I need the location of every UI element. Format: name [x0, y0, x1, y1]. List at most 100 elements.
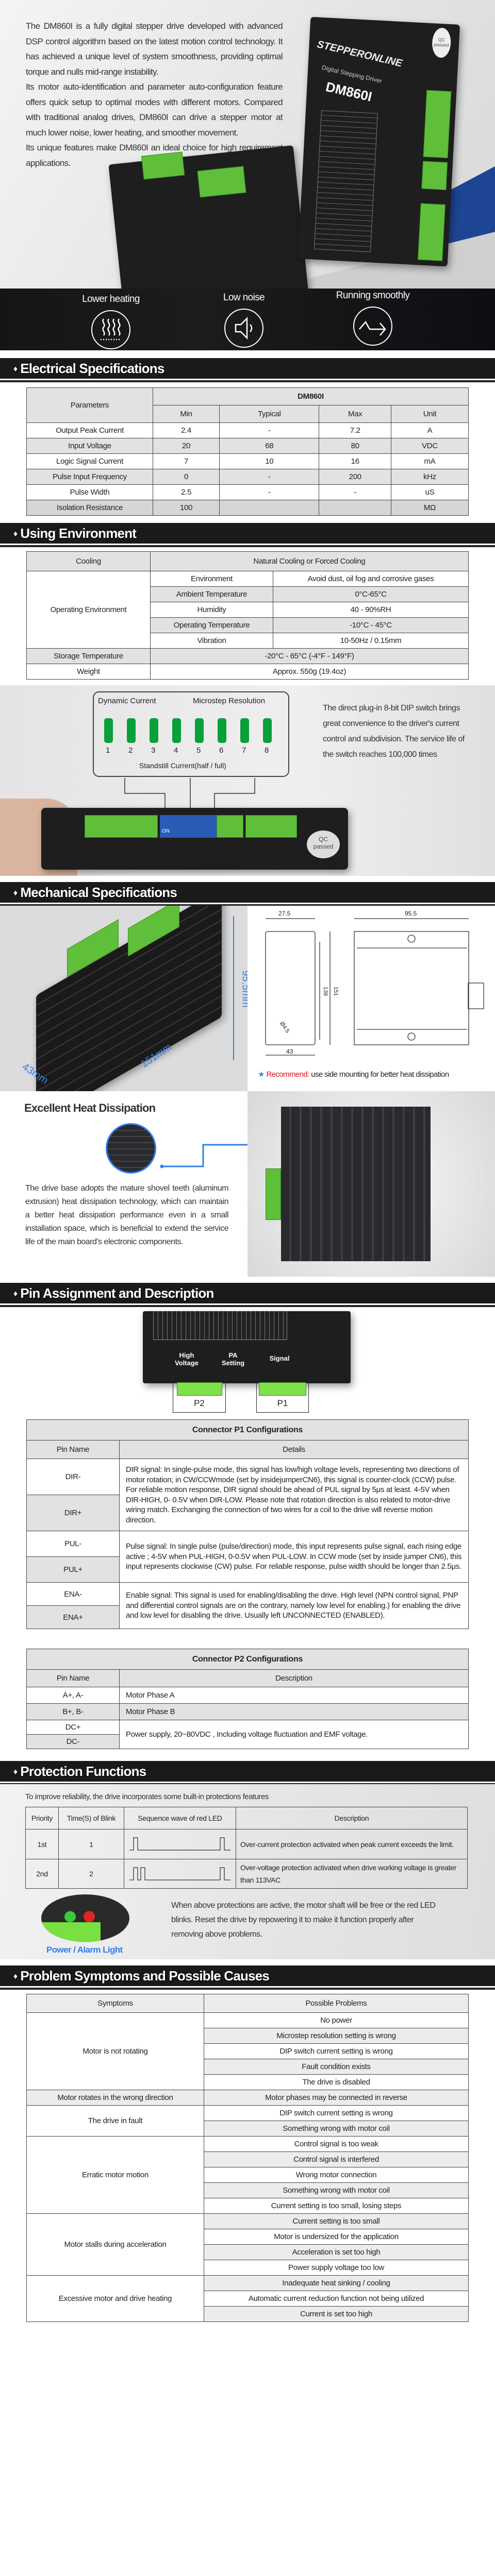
- weight-label: Weight: [26, 664, 151, 680]
- dip-on-label: ON: [162, 828, 170, 834]
- section-title: Protection Functions: [20, 1764, 146, 1779]
- priority: 2nd: [25, 1859, 59, 1889]
- driver-pin-panel-image: High Voltage PA Setting Signal: [143, 1311, 351, 1383]
- column-header: Pin Name: [26, 1669, 120, 1687]
- spec-cell-max: 7.2: [319, 422, 391, 438]
- problem-row: Fault condition exists: [27, 2059, 469, 2075]
- hero-banner: The DM860I is a fully digital stepper dr…: [0, 0, 495, 289]
- pin-details: Enable signal: This signal is used for e…: [119, 1582, 469, 1629]
- column-header: Symptoms: [26, 1994, 204, 2013]
- dynamic-current-label: Dynamic Current: [98, 697, 156, 705]
- terminal-block: [197, 166, 246, 198]
- settings-table-print: [153, 1311, 287, 1340]
- connector-lines: [124, 778, 255, 808]
- symptom: Erratic motor motion: [26, 2136, 204, 2214]
- column-header: Min: [152, 405, 220, 423]
- power-terminal: [418, 203, 446, 261]
- led-closeup-image: [41, 1894, 129, 1942]
- pin-name: PUL-: [26, 1531, 120, 1557]
- dip-switch-number: 6: [219, 746, 224, 755]
- dimension-label: 43: [286, 1048, 293, 1055]
- possible-problem: Wrong motor connection: [204, 2167, 469, 2183]
- wave-path: [129, 1837, 230, 1851]
- spec-cell-unit: uS: [390, 484, 469, 500]
- diamond-bullet-icon: ♦: [13, 1768, 18, 1776]
- spec-cell-min: 2.4: [152, 422, 220, 438]
- terminal-block: [245, 815, 297, 838]
- pin-name: DIR-: [26, 1459, 120, 1495]
- section-header-mechanical: ♦Mechanical Specifications: [0, 882, 495, 906]
- callout-line: [160, 1144, 248, 1168]
- column-header: Pin Name: [26, 1440, 120, 1459]
- diamond-bullet-icon: ♦: [13, 530, 18, 538]
- feature-low-noise: Low noise: [192, 292, 295, 348]
- dip-switch-number: 8: [265, 746, 269, 755]
- column-header: Typical: [219, 405, 320, 423]
- section-title: Electrical Specifications: [20, 361, 164, 376]
- problem-row: Control signal is interfered: [27, 2151, 469, 2167]
- env-row-label: Humidity: [150, 602, 273, 618]
- problem-row: Motor is undersized for the application: [27, 2229, 469, 2245]
- section-header-problems: ♦Problem Symptoms and Possible Causes: [0, 1965, 495, 1990]
- terminal-block: [141, 151, 185, 180]
- dip-switch-block: ON: [160, 815, 217, 838]
- spec-cell-min: 0: [152, 469, 220, 485]
- problem-row: Current is set too high: [27, 2306, 469, 2322]
- env-row-value: 10-50Hz / 0.15mm: [273, 633, 469, 649]
- env-row-label: Environment: [150, 571, 273, 587]
- symptom: Motor rotates in the wrong direction: [26, 2090, 204, 2106]
- spec-cell-max: 80: [319, 438, 391, 454]
- possible-problem: Current setting is too small: [204, 2213, 469, 2229]
- possible-problem: The drive is disabled: [204, 2074, 469, 2090]
- p1-terminal: [259, 1382, 306, 1396]
- protection-description: Over-voltage protection activated when d…: [236, 1859, 468, 1889]
- column-header: Max: [319, 405, 391, 423]
- signal-terminal: [423, 90, 452, 159]
- protection-intro: To improve reliability, the drive incorp…: [25, 1792, 269, 1801]
- dip-switch-1: [104, 718, 113, 743]
- spec-cell-max: 200: [319, 469, 391, 485]
- heat-icon: [91, 310, 130, 349]
- mechanical-photo: 95.5mm 151mm 43mm: [0, 906, 248, 1091]
- description-paragraph: Its unique features make DM860I an ideal…: [26, 143, 283, 168]
- section-header-pins: ♦Pin Assignment and Description: [0, 1283, 495, 1307]
- env-row-value: -10°C - 45°C: [273, 617, 469, 633]
- symptom: Motor is not rotating: [26, 2012, 204, 2090]
- recommend-label: Recommend:: [266, 1070, 309, 1079]
- spec-cell-typ: 68: [219, 438, 320, 454]
- section-title: Pin Assignment and Description: [20, 1285, 214, 1301]
- possible-problem: Acceleration is set too high: [204, 2244, 469, 2260]
- standstill-current-label: Standstill Current(half / full): [139, 761, 226, 770]
- possible-problem: DIP switch current setting is wrong: [204, 2043, 469, 2059]
- star-icon: ★: [258, 1070, 265, 1079]
- p2-terminal: [177, 1382, 222, 1396]
- possible-problem: Microstep resolution setting is wrong: [204, 2028, 469, 2044]
- spec-cell-unit: MΩ: [390, 500, 469, 516]
- feature-label: Running smoothly: [336, 290, 410, 301]
- pin-name: DIR+: [26, 1495, 120, 1531]
- possible-problem: Control signal is too weak: [204, 2136, 469, 2152]
- pin-description: Motor Phase B: [119, 1703, 469, 1720]
- dip-switch-4: [172, 718, 181, 743]
- problem-row: DIP switch current setting is wrong: [27, 2043, 469, 2059]
- qc-sticker: QC passed: [431, 27, 452, 58]
- driver-product-image-back: [108, 145, 309, 289]
- section-header-environment: ♦Using Environment: [0, 523, 495, 547]
- pin-name: PUL+: [26, 1556, 120, 1583]
- possible-problem: DIP switch current setting is wrong: [204, 2105, 469, 2121]
- p1-title: Connector P1 Configurations: [26, 1419, 469, 1440]
- dip-switch-number: 4: [174, 746, 178, 755]
- possible-problem: Current is set too high: [204, 2306, 469, 2322]
- pin-details: Pulse signal: In single pulse (pulse/dir…: [119, 1531, 469, 1583]
- device-model: DM860I: [324, 78, 374, 105]
- env-row-value: 0°C-65°C: [273, 586, 469, 602]
- spec-cell-typ: -: [219, 484, 320, 500]
